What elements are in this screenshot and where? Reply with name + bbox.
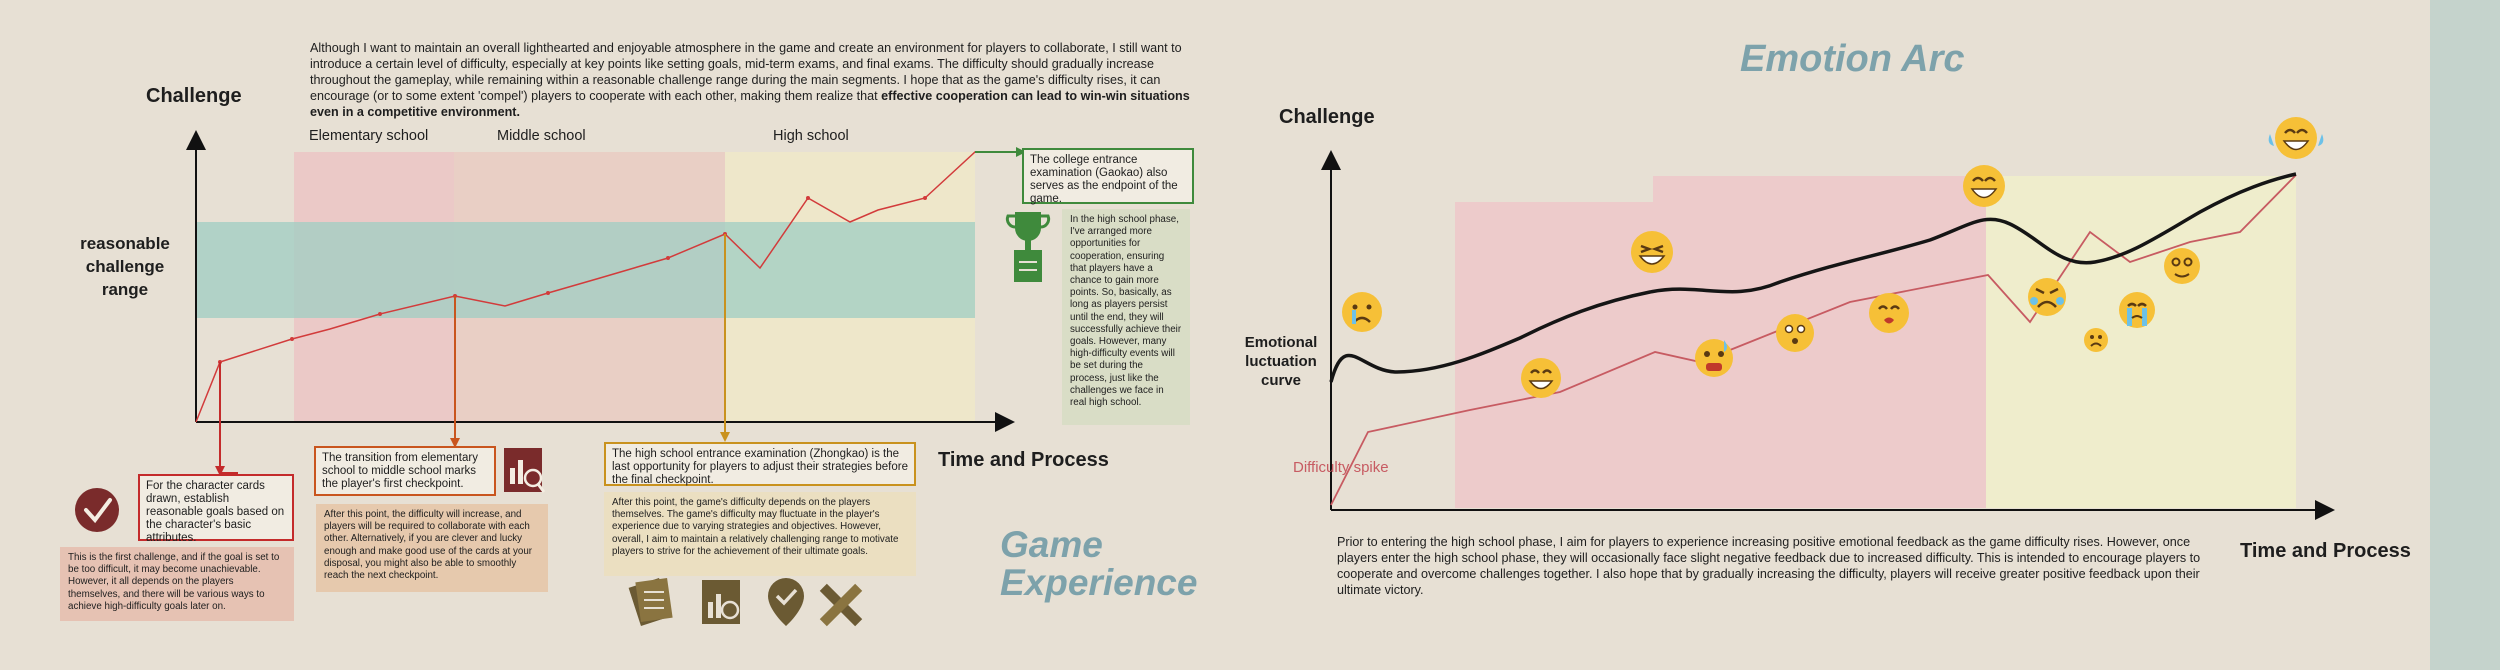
emotion-curve (1329, 172, 2297, 383)
emoji-happy-icon (1963, 165, 2005, 207)
right-y-axis-title: Challenge (1279, 106, 1375, 128)
game-experience-line2: Experience (1000, 562, 1198, 603)
challenge-range-label-line3: range (101, 280, 149, 299)
emoji-dizzy-icon (2164, 248, 2200, 284)
location-check-icon (768, 578, 804, 626)
gaokao-note: In the high school phase, I've arranged … (1062, 209, 1190, 425)
emotional-fluctuation-label: Emotional luctuation curve (1236, 333, 1326, 390)
game-experience-title: Game Experience (1000, 526, 1197, 602)
emoji-tears-icon (2119, 292, 2155, 328)
document-stack-icon (628, 577, 673, 626)
intro-bold-text: effective cooperation can lead to win-wi… (310, 89, 1190, 119)
right-phase-middle-region (1653, 176, 1986, 508)
checkmark-icon (75, 488, 119, 532)
phase-elementary-label: Elementary school (309, 128, 429, 144)
trophy-icon (1005, 212, 1051, 282)
emoji-grinning-icon (1521, 358, 1561, 398)
emoji-crying-icon (1342, 292, 1382, 332)
emotional-fluctuation-line1: Emotional (1244, 334, 1318, 351)
emoji-small-sad-icon (2084, 328, 2108, 352)
difficulty-line (195, 151, 1022, 423)
zhongkao-box: The high school entrance examination (Zh… (604, 442, 916, 486)
challenge-range-band (197, 222, 975, 318)
difficulty-spike-label: Difficulty spike (1293, 459, 1389, 476)
right-phase-high-region (1986, 176, 2296, 508)
emoji-celebrate-icon (2268, 117, 2324, 159)
emoji-neutral-icon (1776, 314, 1814, 352)
bottom-paragraph: Prior to entering the high school phase,… (1337, 535, 2201, 597)
middle-checkpoint-box: The transition from elementary school to… (314, 446, 496, 496)
first-challenge-box: For the character cards drawn, establish… (138, 474, 294, 544)
report-chart-icon (504, 448, 546, 493)
emoji-angry-icon (2028, 278, 2066, 316)
left-x-axis-title: Time and Process (938, 449, 1109, 471)
right-phase-elementary-region (1455, 202, 1653, 508)
first-challenge-note: This is the first challenge, and if the … (60, 547, 294, 621)
middle-checkpoint-note: After this point, the difficulty will in… (316, 504, 548, 592)
emotional-fluctuation-line3: curve (1260, 372, 1302, 389)
challenge-range-label: reasonable challenge range (70, 232, 180, 301)
right-x-axis-title: Time and Process (2240, 540, 2411, 562)
phase-high-label: High school (773, 128, 849, 144)
emoji-laughing-icon (1631, 231, 1673, 273)
emotion-arc-heading: Emotion Arc (1740, 38, 1965, 80)
report-search-icon (702, 580, 740, 624)
left-y-axis-title: Challenge (146, 85, 242, 107)
emoji-kiss-icon (1869, 293, 1909, 333)
ruler-pencil-icon (819, 583, 863, 627)
game-experience-line1: Game (1000, 524, 1103, 565)
emotional-fluctuation-line2: luctuation (1245, 353, 1317, 370)
zhongkao-note: After this point, the game's difficulty … (604, 492, 916, 576)
challenge-range-label-line2: challenge (85, 257, 165, 276)
right-edge-strip (2430, 0, 2500, 670)
difficulty-spike-line (1330, 174, 2297, 506)
emoji-anxious-icon (1695, 339, 1733, 377)
intro-text: Although I want to maintain an overall l… (310, 41, 1182, 103)
challenge-range-label-line1: reasonable (80, 234, 170, 253)
phase-middle-label: Middle school (497, 128, 586, 144)
gaokao-box: The college entrance examination (Gaokao… (1022, 148, 1194, 205)
intro-paragraph: Although I want to maintain an overall l… (310, 40, 1205, 120)
